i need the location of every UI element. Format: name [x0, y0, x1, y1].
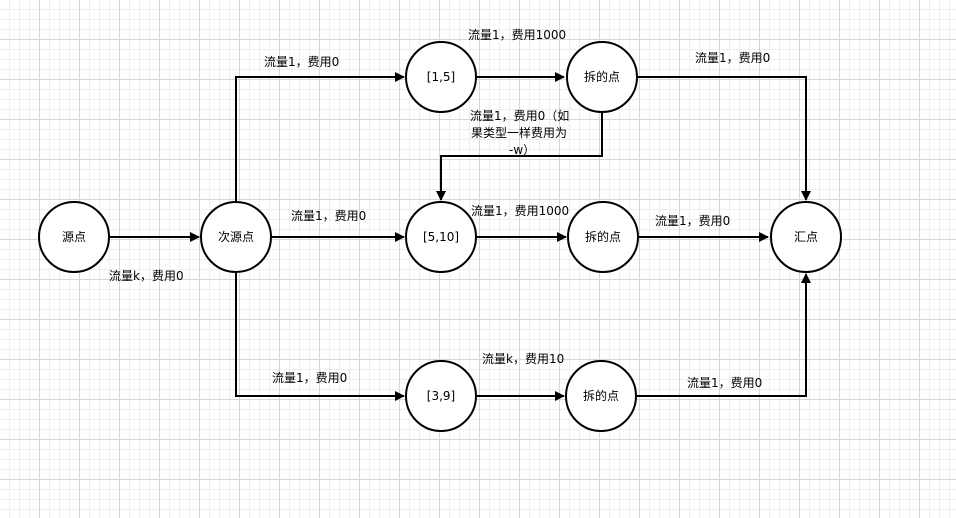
nodes: 源点 次源点 [1,5] 拆的点 [5,10] 拆的点 汇点 [3,9]: [38, 41, 842, 432]
node-interval-1-5[interactable]: [1,5]: [405, 41, 477, 113]
edge-sub-source-to-interval-1-5: [235, 72, 405, 202]
node-sink[interactable]: 汇点: [770, 201, 842, 273]
node-sub-source[interactable]: 次源点: [200, 201, 272, 273]
node-label: 次源点: [218, 230, 254, 244]
label-split-bottom-to-sink: 流量1，费用0: [687, 376, 762, 390]
label-interval-3-9-to-split-bottom: 流量k，费用10: [482, 352, 564, 366]
edge-split-bottom-to-sink: [637, 273, 811, 397]
node-split-bottom[interactable]: 拆的点: [565, 360, 637, 432]
edge-split-top-to-sink: [637, 76, 811, 201]
label-sub-source-to-interval-5-10: 流量1，费用0: [291, 209, 366, 223]
node-split-top[interactable]: 拆的点: [566, 41, 638, 113]
label-split-top-to-sink: 流量1，费用0: [695, 51, 770, 65]
node-label: 源点: [62, 230, 86, 244]
node-split-mid[interactable]: 拆的点: [567, 201, 639, 273]
node-source[interactable]: 源点: [38, 201, 110, 273]
node-label: 拆的点: [584, 69, 620, 84]
label-line: 果类型一样费用为: [471, 125, 567, 140]
label-sub-source-to-interval-1-5: 流量1，费用0: [264, 55, 339, 69]
label-source-to-sub-source: 流量k，费用0: [109, 269, 184, 283]
node-label: 拆的点: [583, 388, 619, 403]
node-label: 拆的点: [585, 229, 621, 244]
node-label: 汇点: [794, 230, 818, 244]
edge-labels: 流量k，费用0 流量1，费用0 流量1，费用0 流量1，费用0 流量1，费用10…: [109, 28, 770, 390]
label-sub-source-to-interval-3-9: 流量1，费用0: [272, 371, 347, 385]
node-label: [5,10]: [423, 230, 459, 244]
node-interval-3-9[interactable]: [3,9]: [405, 360, 477, 432]
node-label: [3,9]: [427, 389, 455, 403]
label-split-mid-to-sink: 流量1，费用0: [655, 214, 730, 228]
node-interval-5-10[interactable]: [5,10]: [405, 201, 477, 273]
label-line: 流量1，费用0（如: [470, 108, 569, 123]
label-interval-5-10-to-split-mid: 流量1，费用1000: [471, 204, 569, 218]
label-interval-1-5-to-split-top: 流量1，费用1000: [468, 28, 566, 42]
node-label: [1,5]: [427, 70, 455, 84]
edge-sub-source-to-interval-3-9: [235, 272, 405, 401]
label-split-top-to-interval-5-10: 流量1，费用0（如 果类型一样费用为 -w）: [470, 108, 569, 157]
edge-split-top-to-interval-5-10: [436, 112, 603, 201]
edges: [109, 72, 811, 401]
label-line: -w）: [509, 143, 535, 157]
